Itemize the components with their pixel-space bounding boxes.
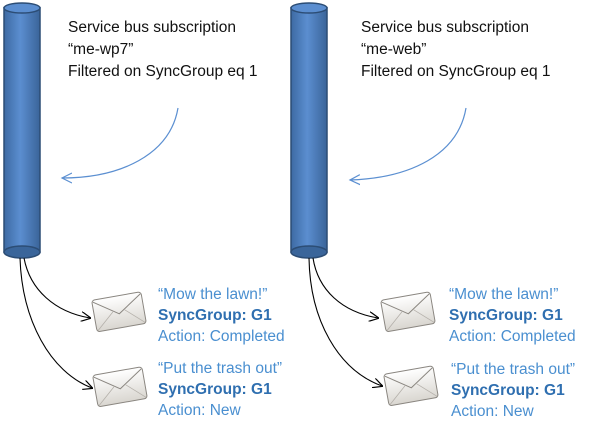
message-label: “Mow the lawn!” SyncGroup: G1 Action: Co… xyxy=(449,284,576,347)
subscription-caption-right: Service bus subscription “me-web” Filter… xyxy=(361,17,551,83)
subscription-caption-left: Service bus subscription “me-wp7” Filter… xyxy=(68,17,258,83)
message-syncgroup: SyncGroup: G1 xyxy=(158,307,272,324)
envelope-icon xyxy=(92,366,148,407)
message-label: “Put the trash out” SyncGroup: G1 Action… xyxy=(451,359,575,422)
message-title: “Put the trash out” xyxy=(158,360,283,377)
message-action: Action: Completed xyxy=(158,328,285,345)
queue-cylinder-left xyxy=(3,2,41,259)
queue-cylinder-right xyxy=(290,2,328,259)
message-syncgroup: SyncGroup: G1 xyxy=(451,382,565,399)
message-action: Action: Completed xyxy=(449,328,576,345)
message-syncgroup: SyncGroup: G1 xyxy=(449,307,563,324)
envelope-icon xyxy=(380,291,436,332)
message-arrow-right-1 xyxy=(312,257,378,318)
message-title: “Put the trash out” xyxy=(451,361,576,378)
message-arrow-left-1 xyxy=(23,257,90,318)
envelope-icon xyxy=(383,365,439,406)
caption-line: Service bus subscription xyxy=(361,19,529,36)
message-arrow-left-2 xyxy=(19,257,92,388)
message-arrow-right-2 xyxy=(308,257,382,386)
message-title: “Mow the lawn!” xyxy=(158,286,268,303)
callout-arrow-left xyxy=(62,107,179,178)
callout-arrow-right xyxy=(350,107,467,180)
message-action: Action: New xyxy=(451,403,534,420)
caption-line: Service bus subscription xyxy=(68,19,236,36)
message-label: “Put the trash out” SyncGroup: G1 Action… xyxy=(158,358,282,421)
message-title: “Mow the lawn!” xyxy=(449,286,559,303)
filter-description: Filtered on SyncGroup eq 1 xyxy=(68,63,258,80)
subscription-name: “me-web” xyxy=(361,41,427,58)
filter-description: Filtered on SyncGroup eq 1 xyxy=(361,63,551,80)
message-label: “Mow the lawn!” SyncGroup: G1 Action: Co… xyxy=(158,284,285,347)
envelope-icon xyxy=(91,291,147,332)
message-syncgroup: SyncGroup: G1 xyxy=(158,381,272,398)
subscription-name: “me-wp7” xyxy=(68,41,134,58)
message-action: Action: New xyxy=(158,402,241,419)
